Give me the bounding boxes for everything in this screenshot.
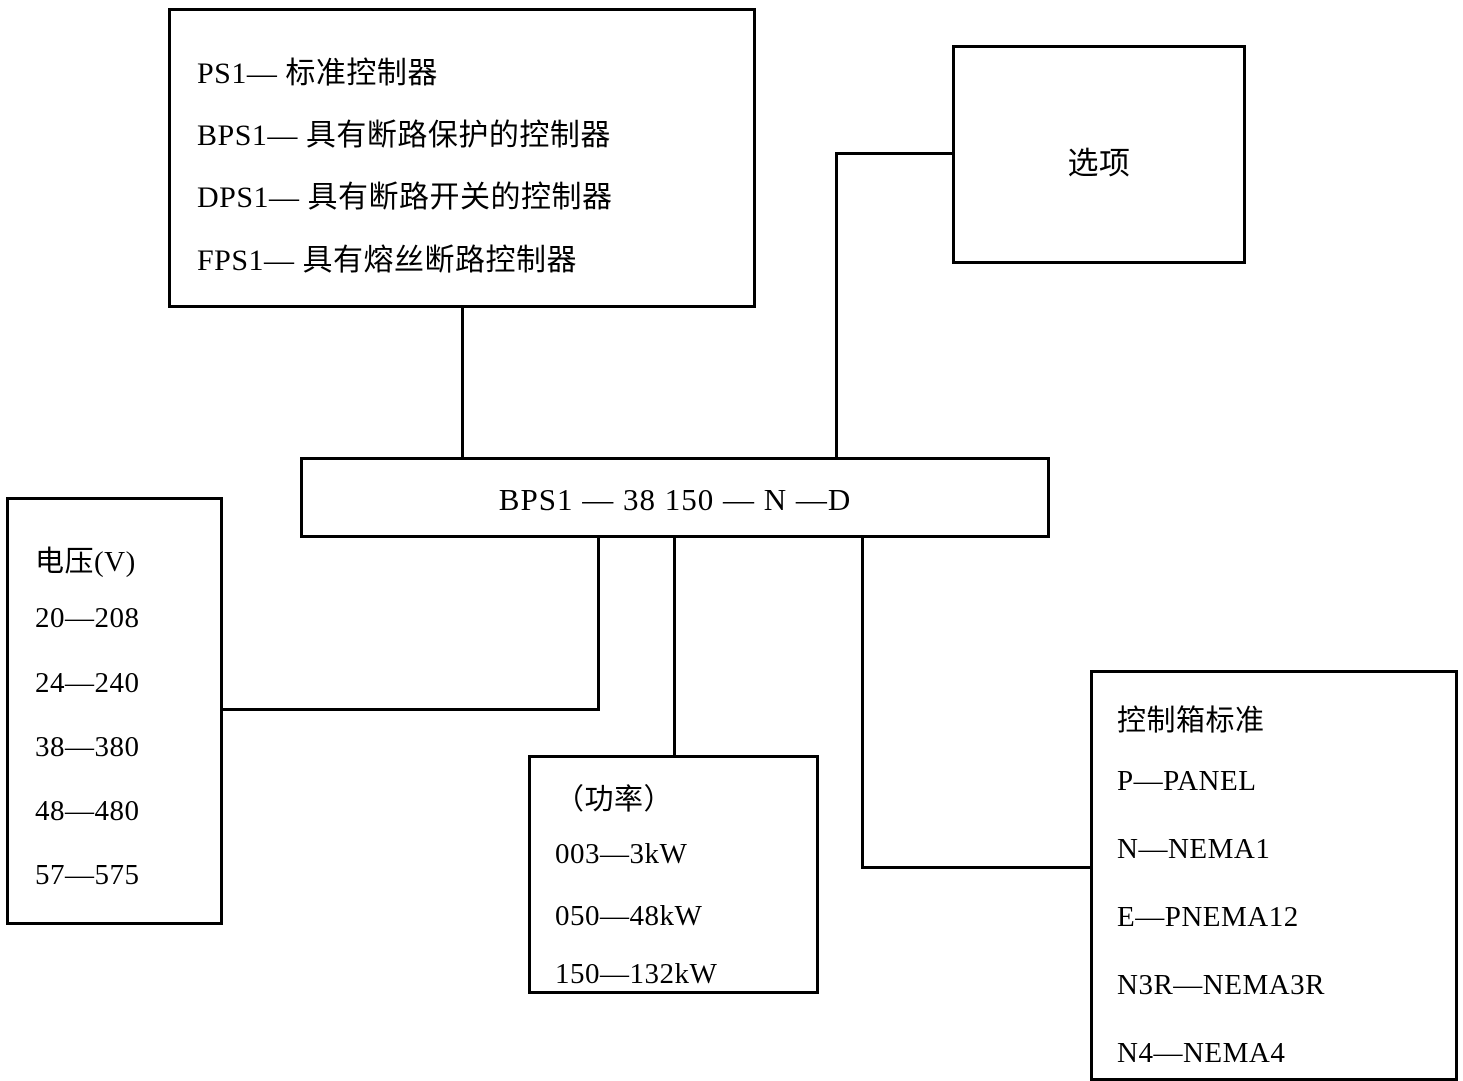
legend-line-bps1: BPS1— 具有断路保护的控制器 (197, 119, 611, 152)
model-code-bar: BPS1 — 38 150 — N —D (300, 457, 1050, 538)
power-item-150: 150—132kW (555, 958, 718, 990)
voltage-item-20: 20—208 (35, 602, 140, 634)
enclosure-box: 控制箱标准 P—PANEL N—NEMA1 E—PNEMA12 N3R—NEMA… (1090, 670, 1458, 1081)
power-heading: （功率） (555, 784, 674, 816)
voltage-item-24: 24—240 (35, 667, 140, 699)
connector-voltage-horizontal (222, 708, 600, 711)
legend-line-dps1: DPS1— 具有断路开关的控制器 (197, 181, 613, 214)
enclosure-item-e: E—PNEMA12 (1117, 901, 1299, 933)
connector-legend-to-code (461, 308, 464, 459)
connector-options-vertical (835, 152, 838, 459)
model-code-text: BPS1 — 38 150 — N —D (498, 482, 852, 517)
enclosure-item-p: P—PANEL (1117, 765, 1257, 797)
legend-line-fps1: FPS1— 具有熔丝断路控制器 (197, 244, 578, 277)
power-item-050: 050—48kW (555, 900, 703, 932)
enclosure-item-n3r: N3R—NEMA3R (1117, 969, 1326, 1001)
options-label: 选项 (1067, 146, 1131, 181)
enclosure-heading: 控制箱标准 (1117, 705, 1265, 737)
voltage-item-48: 48—480 (35, 795, 140, 827)
options-box: 选项 (952, 45, 1246, 264)
connector-options-horizontal (835, 152, 955, 155)
voltage-heading: 电压(V) (35, 546, 136, 578)
connector-enclosure-horizontal (861, 866, 1093, 869)
voltage-item-38: 38—380 (35, 731, 140, 763)
connector-power-vertical (673, 535, 676, 757)
voltage-item-57: 57—575 (35, 859, 140, 891)
connector-enclosure-vertical (861, 535, 864, 869)
enclosure-item-n: N—NEMA1 (1117, 833, 1271, 865)
power-box: （功率） 003—3kW 050—48kW 150—132kW (528, 755, 819, 994)
connector-voltage-vertical (597, 535, 600, 711)
power-item-003: 003—3kW (555, 838, 688, 870)
enclosure-item-n4: N4—NEMA4 (1117, 1037, 1286, 1069)
voltage-box: 电压(V) 20—208 24—240 38—380 48—480 57—575 (6, 497, 223, 925)
legend-line-ps1: PS1— 标准控制器 (197, 57, 438, 90)
legend-box: PS1— 标准控制器 BPS1— 具有断路保护的控制器 DPS1— 具有断路开关… (168, 8, 756, 308)
